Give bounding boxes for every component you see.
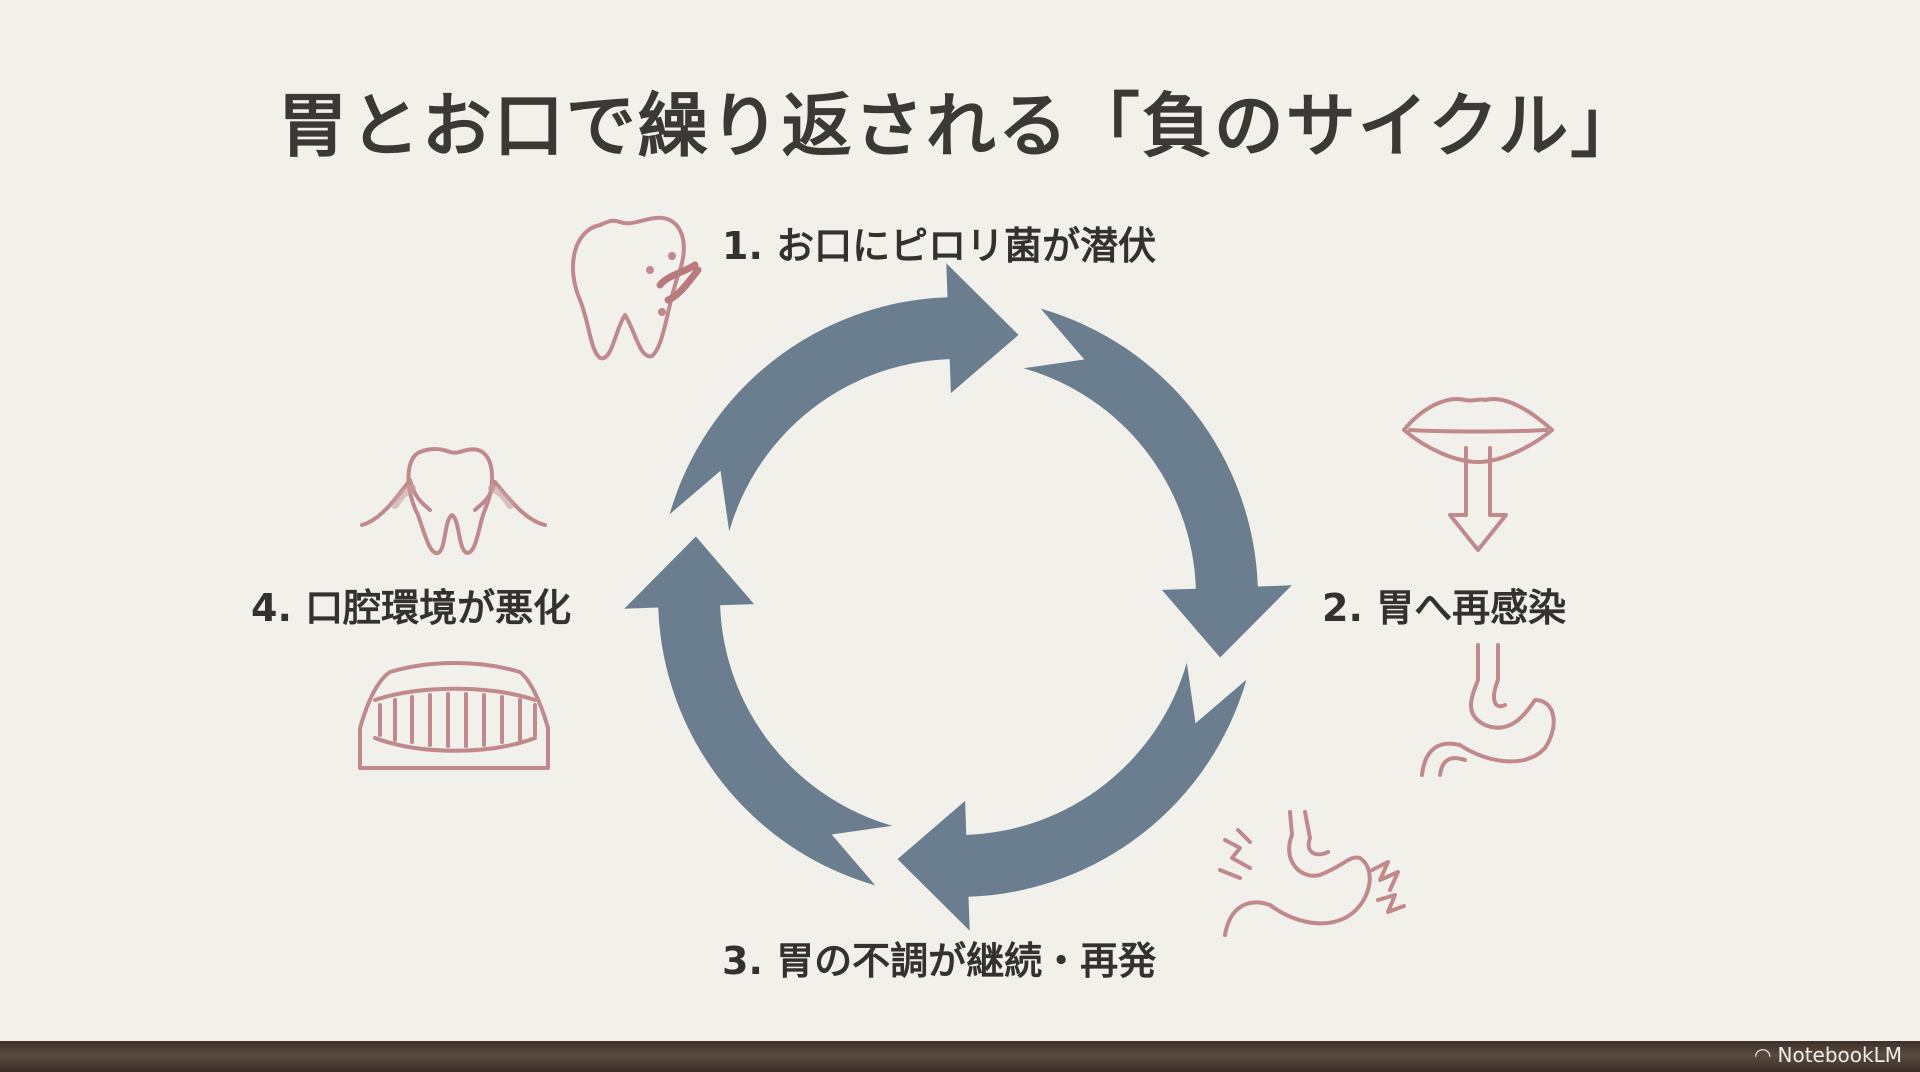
slide-title: 胃とお口で繰り返される「負のサイクル」 <box>277 84 1643 167</box>
tooth-bacteria-icon <box>570 215 702 361</box>
cycle-arrow-2 <box>1023 308 1292 658</box>
cycle-arrow-1 <box>669 263 1019 532</box>
notebooklm-logo-icon: ◠ <box>1754 1043 1772 1067</box>
lips-down-arrow-icon <box>1402 397 1554 552</box>
step-1-label: 1. お口にピロリ菌が潜伏 <box>722 224 1157 268</box>
bottom-wood-bar <box>0 1041 1920 1072</box>
stomach-pain-icon <box>1218 810 1406 937</box>
dentures-icon <box>358 661 550 770</box>
cycle-arrows <box>624 263 1292 931</box>
brand-label: NotebookLM <box>1777 1043 1903 1067</box>
stomach-icon <box>1420 643 1556 777</box>
step-4-label: 4. 口腔環境が悪化 <box>251 586 572 630</box>
step-2-label: 2. 胃へ再感染 <box>1322 586 1567 630</box>
cycle-arrow-4 <box>624 536 893 886</box>
step-3-label: 3. 胃の不調が継続・再発 <box>722 939 1157 983</box>
notebooklm-watermark: ◠ NotebookLM <box>1754 1043 1902 1067</box>
tooth-gum-icon <box>360 447 547 555</box>
cycle-arrow-3 <box>897 662 1247 931</box>
